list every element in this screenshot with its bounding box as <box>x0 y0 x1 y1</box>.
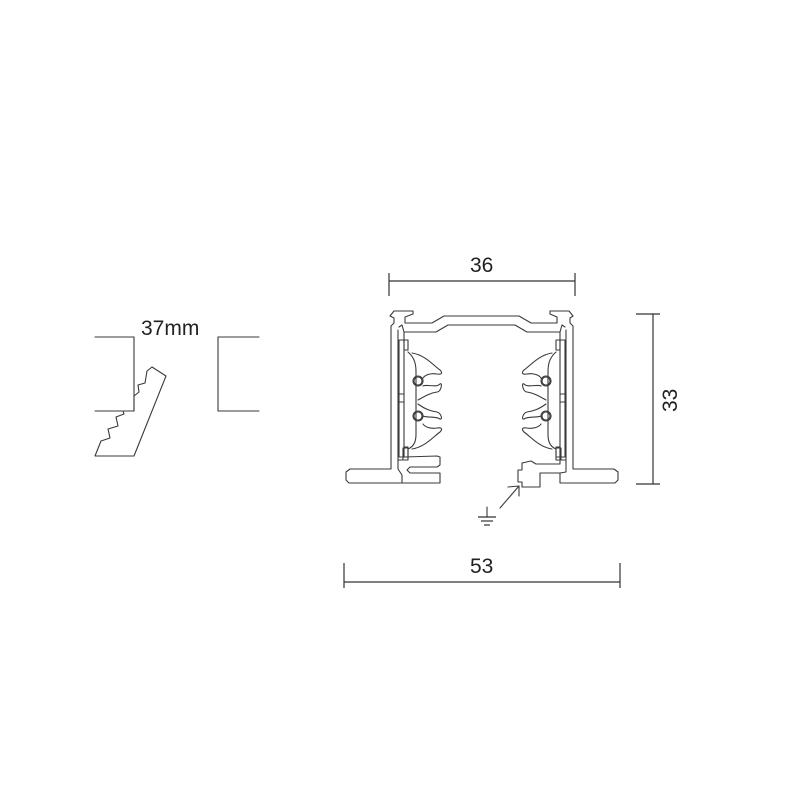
dimension-top-width: 36 <box>388 254 576 296</box>
height-value: 33 <box>659 389 682 412</box>
earth-ground-icon <box>478 485 520 526</box>
dimension-height: 33 <box>636 313 682 485</box>
top-width-value: 36 <box>470 254 493 277</box>
dimension-bottom-width: 53 <box>343 555 621 588</box>
right-ceiling-edge <box>217 336 260 412</box>
bottom-width-value: 53 <box>470 555 493 578</box>
track-profile <box>345 310 619 488</box>
mounting-clip <box>94 366 167 457</box>
cutout-width-label: 37mm <box>141 317 199 340</box>
ceiling-cutout-detail: 37mm <box>94 317 260 457</box>
left-ceiling-edge <box>94 336 135 412</box>
